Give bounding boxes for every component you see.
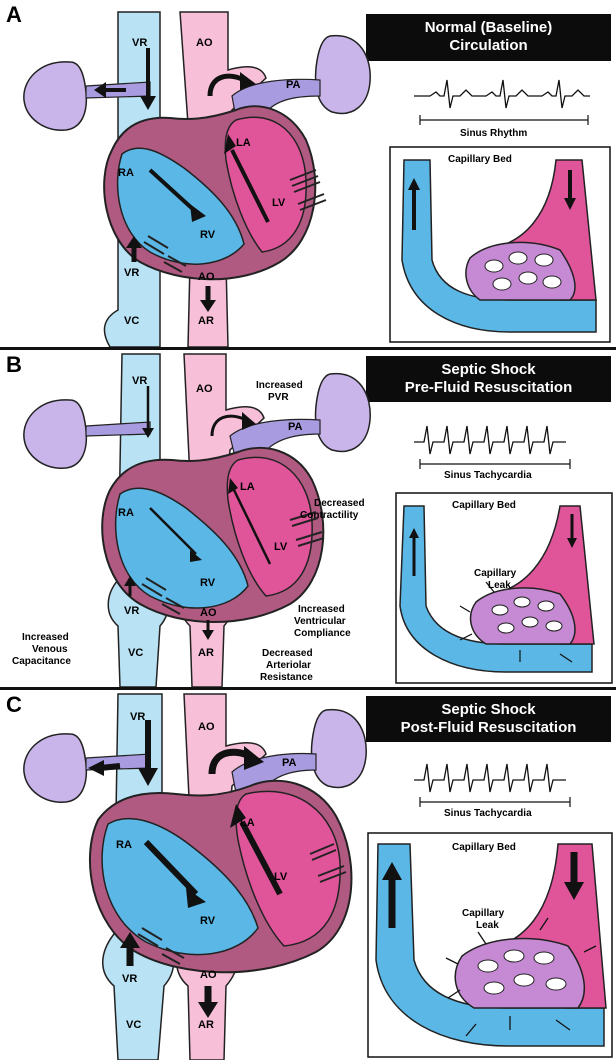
ecg-trace <box>414 426 566 454</box>
label-vr-bottom: VR <box>124 605 139 617</box>
annotation-venous-3: Capacitance <box>12 656 71 667</box>
panel-a: A Normal (Baseline) Circulation <box>0 0 616 347</box>
label-ao: AO <box>196 383 213 395</box>
annotation-contract-2: Contractility <box>300 510 359 521</box>
label-vc: VC <box>124 315 139 327</box>
label-la: LA <box>240 481 255 493</box>
rhythm-label: Sinus Rhythm <box>460 128 527 139</box>
ecg-trace <box>414 764 566 792</box>
rhythm-label: Sinus Tachycardia <box>444 470 532 481</box>
label-ao: AO <box>198 721 215 733</box>
label-ao-bottom: AO <box>198 271 215 283</box>
capillary-mesh <box>466 242 575 300</box>
annotation-compliance-2: Ventricular <box>294 616 346 627</box>
rhythm-label: Sinus Tachycardia <box>444 808 532 819</box>
annotation-compliance-1: Increased <box>298 604 345 615</box>
label-ra: RA <box>116 839 132 851</box>
right-lung <box>316 374 371 452</box>
capillary-mesh <box>455 939 584 1008</box>
label-lv: LV <box>272 197 286 209</box>
label-rv: RV <box>200 915 216 927</box>
label-ar: AR <box>198 1019 214 1031</box>
left-lung <box>24 62 87 130</box>
label-vr-top: VR <box>132 37 147 49</box>
label-vc: VC <box>128 647 143 659</box>
leak-label-2: Leak <box>488 580 511 591</box>
pulmonary-artery <box>86 422 150 436</box>
label-rv: RV <box>200 577 216 589</box>
label-lv: LV <box>274 871 288 883</box>
annotation-contract-1: Decreased <box>314 498 365 509</box>
annotation-venous-2: Venous <box>32 644 68 655</box>
label-ra: RA <box>118 167 134 179</box>
annotation-pvr-2: PVR <box>268 392 289 403</box>
label-rv: RV <box>200 229 216 241</box>
leak-label-2: Leak <box>476 920 499 931</box>
label-pa: PA <box>286 79 301 91</box>
annotation-arteriolar-2: Arteriolar <box>266 660 311 671</box>
panel-b: B Septic Shock Pre-Fluid Resuscitation <box>0 347 616 687</box>
label-pa: PA <box>282 757 297 769</box>
capillary-bed-label: Capillary Bed <box>452 500 516 511</box>
label-ao: AO <box>196 37 213 49</box>
label-la: LA <box>236 137 251 149</box>
ecg-trace <box>414 80 590 108</box>
annotation-arteriolar-3: Resistance <box>260 672 313 683</box>
label-vc: VC <box>126 1019 141 1031</box>
label-vr-bottom: VR <box>124 267 139 279</box>
label-ar: AR <box>198 647 214 659</box>
annotation-compliance-3: Compliance <box>294 628 351 639</box>
label-lv: LV <box>274 541 288 553</box>
annotation-arteriolar-1: Decreased <box>262 648 313 659</box>
left-lung <box>24 400 87 468</box>
right-lung <box>312 710 367 788</box>
label-vr-top: VR <box>132 375 147 387</box>
leak-label-1: Capillary <box>474 568 517 579</box>
label-vr-top: VR <box>130 711 145 723</box>
label-ao-bottom: AO <box>200 607 217 619</box>
label-la: LA <box>240 817 255 829</box>
label-ra: RA <box>118 507 134 519</box>
capillary-bed-label: Capillary Bed <box>448 154 512 165</box>
panel-c: C Septic Shock Post-Fluid Resuscitation <box>0 687 616 1060</box>
panel-c-diagram: VR AO PA RA RV LA LV VR VC AO AR Sinus T… <box>0 690 616 1060</box>
annotation-pvr-1: Increased <box>256 380 303 391</box>
leak-label-1: Capillary <box>462 908 505 919</box>
label-vr-bottom: VR <box>122 973 137 985</box>
right-lung <box>316 36 371 114</box>
capillary-mesh <box>471 588 575 644</box>
annotation-venous-1: Increased <box>22 632 69 643</box>
panel-a-diagram: VR AO PA RA RV LA LV VR VC AO AR Sinus R… <box>0 0 616 347</box>
label-pa: PA <box>288 421 303 433</box>
label-ar: AR <box>198 315 214 327</box>
label-ao-bottom: AO <box>200 969 217 981</box>
left-lung <box>24 734 87 802</box>
panel-b-diagram: VR AO PA RA RV LA LV VR VC AO AR Increas… <box>0 350 616 687</box>
capillary-bed-label: Capillary Bed <box>452 842 516 853</box>
